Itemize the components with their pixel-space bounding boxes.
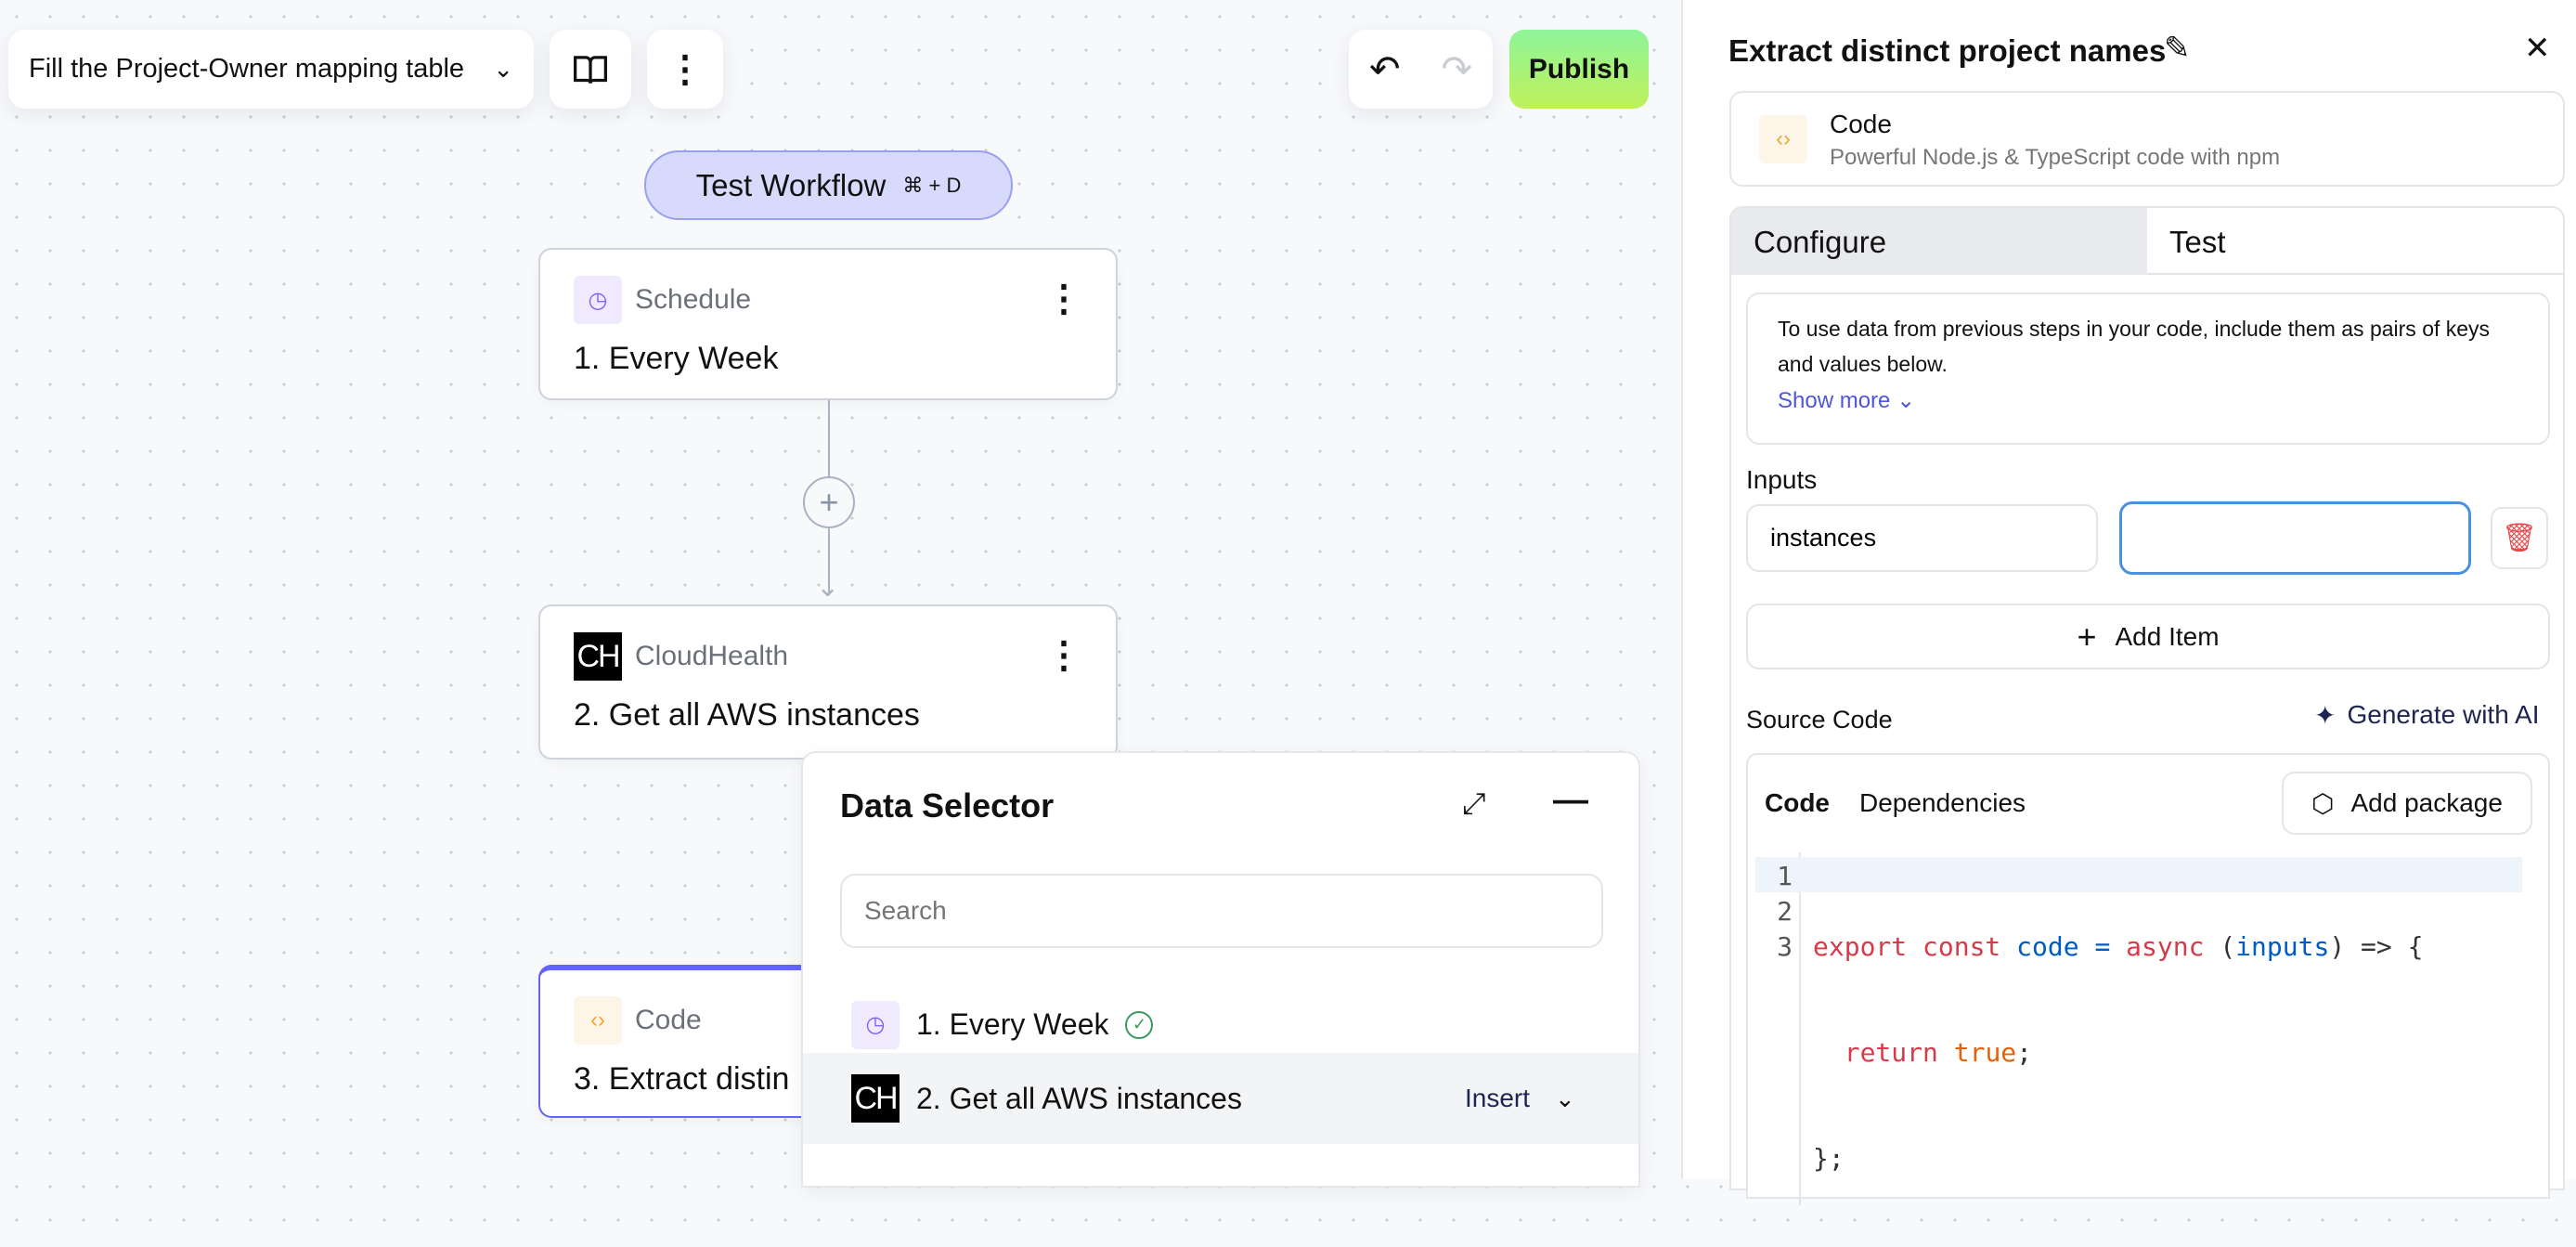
arrow-down-icon: ⌄ xyxy=(816,572,840,603)
schedule-icon: ◷ xyxy=(851,1000,900,1049)
info-box: To use data from previous steps in your … xyxy=(1746,292,2550,445)
gutter-divider xyxy=(1799,852,1801,1205)
step-piece-name: CloudHealth xyxy=(635,641,789,671)
history-controls: ↶ ↷ xyxy=(1349,30,1493,109)
chevron-down-icon: ⌄ xyxy=(493,55,513,83)
step-piece-name: Schedule xyxy=(635,284,752,315)
publish-button[interactable]: Publish xyxy=(1509,30,1649,109)
docs-button[interactable] xyxy=(550,30,631,109)
input-value-field[interactable] xyxy=(2119,501,2471,575)
code-line: }; xyxy=(1813,1143,1845,1174)
minimize-icon[interactable]: — xyxy=(1553,781,1588,820)
code-icon: ‹› xyxy=(1759,115,1807,163)
data-selector-panel: Data Selector ⤢ — ◷ 1. Every Week ✓ CH 2… xyxy=(801,751,1640,1188)
code-line: export const code = async (inputs) => { xyxy=(1813,931,2424,962)
cloudhealth-logo: CH xyxy=(851,1074,900,1123)
sparkle-icon: ✦ xyxy=(2314,701,2337,730)
tab-configure[interactable]: Configure xyxy=(1731,208,2147,275)
chevron-down-icon[interactable]: ⌄ xyxy=(1555,1084,1575,1112)
flow-title-dropdown[interactable]: Fill the Project-Owner mapping table ⌄ xyxy=(8,30,534,109)
flow-title: Fill the Project-Owner mapping table xyxy=(29,54,465,84)
test-workflow-button[interactable]: Test Workflow ⌘ + D xyxy=(644,150,1013,220)
step-title: 2. Get all AWS instances xyxy=(574,697,920,733)
insert-button[interactable]: Insert xyxy=(1465,1084,1531,1112)
inputs-label: Inputs xyxy=(1746,465,1818,494)
piece-description: Powerful Node.js & TypeScript code with … xyxy=(1830,145,2281,170)
add-step-button[interactable]: + xyxy=(803,476,855,528)
add-item-label: Add Item xyxy=(2115,621,2220,651)
trash-icon: 🗑 xyxy=(2501,523,2538,553)
delete-input-button[interactable]: 🗑 xyxy=(2491,507,2548,569)
piece-name: Code xyxy=(1830,110,1892,138)
success-check-icon: ✓ xyxy=(1125,1010,1154,1039)
expand-icon[interactable]: ⤢ xyxy=(1462,786,1486,820)
search-input[interactable] xyxy=(840,874,1603,948)
close-icon[interactable]: ✕ xyxy=(2524,31,2551,66)
test-workflow-label: Test Workflow xyxy=(695,167,887,202)
tab-test[interactable]: Test xyxy=(2147,208,2565,275)
shortcut-hint: ⌘ + D xyxy=(902,173,962,197)
input-key-field[interactable] xyxy=(1746,504,2098,572)
kebab-icon: ⋮ xyxy=(667,48,704,90)
info-text: To use data from previous steps in your … xyxy=(1778,317,2491,376)
code-editor-box: Code Dependencies ⬡ Add package 1 2 3 exp… xyxy=(1746,753,2550,1205)
data-selector-title: Data Selector xyxy=(840,786,1055,825)
step-title: 3. Extract distin xyxy=(574,1061,790,1097)
line-number: 3 xyxy=(1777,931,1793,962)
package-icon: ⬡ xyxy=(2311,788,2335,818)
generate-ai-button[interactable]: ✦ Generate with AI xyxy=(2314,700,2539,731)
add-package-button[interactable]: ⬡ Add package xyxy=(2282,772,2532,835)
edit-pencil-icon[interactable]: ✎ xyxy=(2164,31,2191,66)
step-card-cloudhealth[interactable]: CH CloudHealth 2. Get all AWS instances ⋮ xyxy=(538,604,1118,760)
show-more-link[interactable]: Show more ⌄ xyxy=(1778,383,2518,419)
data-item-label: 1. Every Week xyxy=(916,1007,1109,1041)
code-icon: ‹› xyxy=(574,996,622,1045)
add-package-label: Add package xyxy=(2350,788,2503,817)
config-container: Configure Test To use data from previous… xyxy=(1729,206,2565,1205)
chevron-down-icon: ⌄ xyxy=(1896,388,1916,413)
step-settings-panel: Extract distinct project names ✎ ✕ ‹› Co… xyxy=(1681,0,2576,1205)
add-item-button[interactable]: + Add Item xyxy=(1746,604,2550,669)
cloudhealth-logo: CH xyxy=(574,632,622,681)
line-number: 1 xyxy=(1777,861,1793,891)
source-code-label: Source Code xyxy=(1746,706,1893,734)
code-line: return true; xyxy=(1844,1037,2033,1068)
step-card-schedule[interactable]: ◷ Schedule 1. Every Week ⋮ xyxy=(538,248,1118,400)
line-numbers: 1 2 3 xyxy=(1755,859,1793,965)
more-options-button[interactable]: ⋮ xyxy=(647,30,723,109)
piece-info-card: ‹› Code Powerful Node.js & TypeScript co… xyxy=(1729,91,2565,187)
step-menu-icon[interactable]: ⋮ xyxy=(1045,279,1082,319)
show-more-label: Show more xyxy=(1778,388,1891,413)
undo-icon[interactable]: ↶ xyxy=(1368,48,1401,90)
step-menu-icon[interactable]: ⋮ xyxy=(1045,635,1082,676)
tab-dependencies[interactable]: Dependencies xyxy=(1859,788,2026,817)
schedule-icon: ◷ xyxy=(574,276,622,324)
generate-ai-label: Generate with AI xyxy=(2347,700,2540,729)
plus-icon: + xyxy=(2077,617,2097,656)
code-editor[interactable]: export const code = async (inputs) => { … xyxy=(1813,859,2424,1247)
step-title: 1. Every Week xyxy=(574,341,779,376)
data-item-label: 2. Get all AWS instances xyxy=(916,1081,1242,1115)
step-card-code[interactable]: ‹› Code 3. Extract distin xyxy=(538,965,835,1118)
tab-code[interactable]: Code xyxy=(1765,788,1830,817)
data-item-every-week[interactable]: ◷ 1. Every Week ✓ xyxy=(803,981,1638,1069)
active-line-highlight xyxy=(1755,857,2522,892)
line-number: 2 xyxy=(1777,896,1793,927)
step-piece-name: Code xyxy=(635,1005,702,1035)
redo-icon[interactable]: ↷ xyxy=(1441,48,1472,90)
panel-title: Extract distinct project names xyxy=(1728,33,2167,68)
book-icon xyxy=(574,55,607,84)
data-item-aws-instances[interactable]: CH 2. Get all AWS instances Insert ⌄ xyxy=(803,1053,1638,1144)
